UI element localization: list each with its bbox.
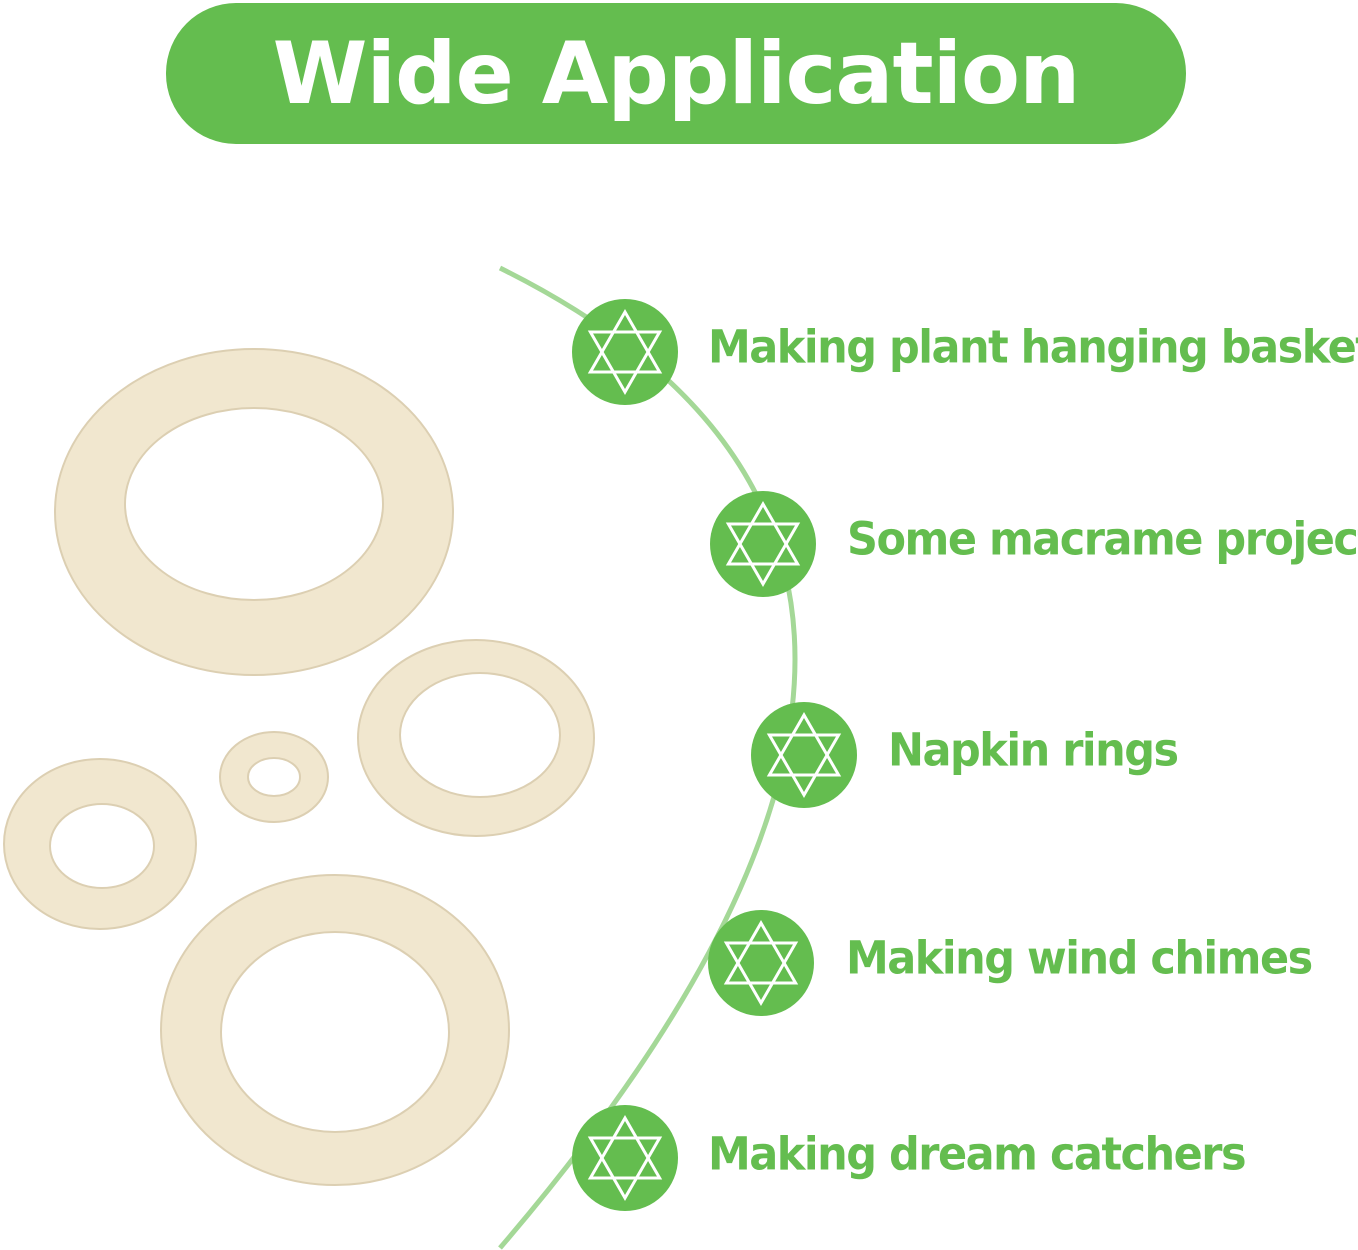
badge-5 bbox=[572, 1105, 678, 1211]
title-banner: Wide Application bbox=[166, 3, 1186, 144]
ring-medium-right bbox=[356, 639, 596, 837]
ring-large-top bbox=[53, 348, 455, 676]
wooden-rings-image bbox=[2, 348, 596, 1186]
badge-2 bbox=[710, 491, 816, 597]
application-label-4: Making wind chimes bbox=[846, 932, 1313, 986]
ring-tiny bbox=[218, 731, 330, 823]
timeline-curve bbox=[498, 265, 798, 1250]
star-of-david-icon bbox=[725, 500, 801, 588]
star-of-david-icon bbox=[587, 1114, 663, 1202]
application-label-2: Some macrame projects bbox=[847, 513, 1358, 567]
star-of-david-icon bbox=[723, 919, 799, 1007]
application-label-3: Napkin rings bbox=[888, 724, 1179, 778]
ring-large-bottom bbox=[159, 874, 511, 1186]
badge-4 bbox=[708, 910, 814, 1016]
star-of-david-icon bbox=[766, 711, 842, 799]
ring-small-left bbox=[2, 758, 198, 930]
banner-title: Wide Application bbox=[272, 23, 1081, 124]
application-label-5: Making dream catchers bbox=[708, 1128, 1247, 1182]
application-badges bbox=[572, 299, 857, 1211]
application-label-1: Making plant hanging baskets bbox=[708, 321, 1358, 375]
badge-3 bbox=[751, 702, 857, 808]
badge-1 bbox=[572, 299, 678, 405]
star-of-david-icon bbox=[587, 308, 663, 396]
